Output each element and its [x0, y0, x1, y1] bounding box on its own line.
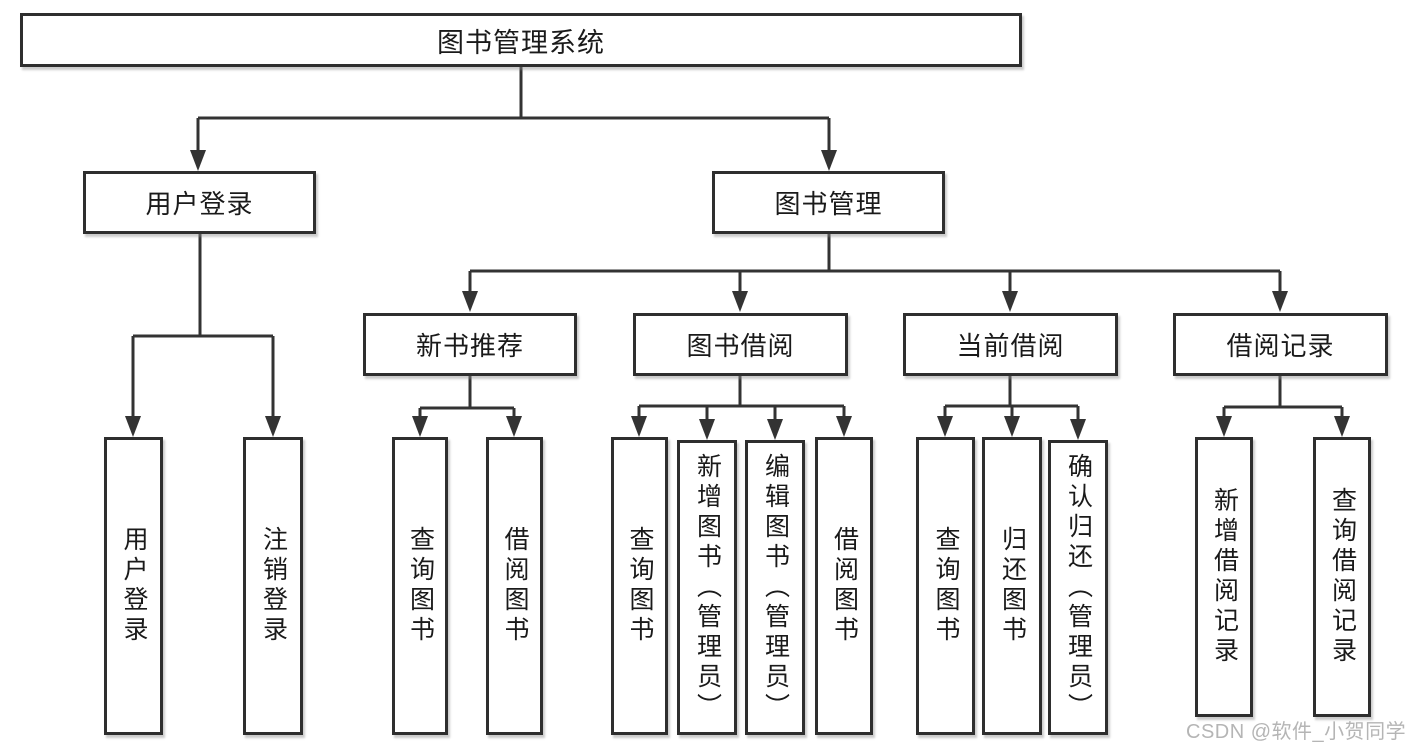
node-root-system: 图书管理系统: [20, 13, 1022, 67]
arrow-down-icon: [412, 416, 428, 437]
node-label: 查询图书: [626, 526, 654, 646]
leaf-add-borrow-record: 新增借阅记录: [1195, 437, 1253, 717]
node-label: 新增图书（管理员）: [693, 452, 722, 723]
arrow-down-icon: [190, 150, 206, 171]
node-label: 新增借阅记录: [1210, 487, 1239, 667]
node-book-management: 图书管理: [712, 171, 945, 234]
leaf-query-books-recommend: 查询图书: [392, 437, 448, 735]
csdn-watermark: CSDN @软件_小贺同学: [1186, 721, 1405, 743]
node-label: 新书推荐: [415, 331, 524, 361]
leaf-query-books-current: 查询图书: [916, 437, 975, 735]
node-label: 归还图书: [998, 526, 1027, 646]
arrow-heads: [125, 150, 1350, 440]
node-new-book-recommend: 新书推荐: [363, 313, 577, 376]
arrow-down-icon: [699, 419, 715, 440]
leaf-query-borrow-record: 查询借阅记录: [1313, 437, 1371, 717]
arrow-down-icon: [1004, 416, 1020, 437]
arrow-down-icon: [1272, 291, 1288, 312]
node-label: 用户登录: [145, 189, 254, 219]
leaf-confirm-return-admin: 确认归还（管理员）: [1048, 440, 1108, 735]
node-label: 借阅图书: [501, 526, 529, 646]
node-label: 查询图书: [932, 526, 960, 646]
node-user-login: 用户登录: [83, 171, 316, 234]
node-label: 借阅图书: [830, 526, 859, 646]
arrow-down-icon: [462, 291, 478, 312]
node-label: 图书管理: [774, 189, 883, 219]
node-label: 用户登录: [120, 526, 148, 646]
arrow-down-icon: [836, 416, 852, 437]
connector-book-borrow-branch: [637, 376, 846, 420]
arrow-down-icon: [821, 150, 837, 171]
node-label: 查询借阅记录: [1328, 487, 1357, 667]
node-label: 确认归还（管理员）: [1064, 452, 1093, 723]
node-label: 注销登录: [259, 526, 288, 646]
arrow-down-icon: [732, 291, 748, 312]
connector-line: [196, 67, 831, 152]
node-borrow-record: 借阅记录: [1173, 313, 1388, 376]
connector-line: [943, 376, 1080, 420]
arrow-down-icon: [631, 416, 647, 437]
node-label: 借阅记录: [1226, 331, 1335, 361]
leaf-borrow-books: 借阅图书: [815, 437, 873, 735]
arrow-down-icon: [767, 419, 783, 440]
connector-line: [131, 234, 275, 418]
arrow-down-icon: [1002, 291, 1018, 312]
connector-line: [418, 376, 516, 418]
node-book-borrow: 图书借阅: [633, 313, 848, 376]
leaf-borrow-books-recommend: 借阅图书: [486, 437, 543, 735]
leaf-logout: 注销登录: [243, 437, 303, 735]
connector-current-borrow-branch: [943, 376, 1080, 420]
connector-line: [637, 376, 846, 420]
arrow-down-icon: [125, 416, 141, 437]
node-current-borrow: 当前借阅: [903, 313, 1118, 376]
node-label: 编辑图书（管理员）: [761, 452, 790, 723]
arrow-down-icon: [1216, 416, 1232, 437]
leaf-edit-books-admin: 编辑图书（管理员）: [745, 440, 805, 735]
node-label: 查询图书: [406, 526, 435, 646]
leaf-user-login: 用户登录: [104, 437, 163, 735]
leaf-add-books-admin: 新增图书（管理员）: [677, 440, 737, 735]
leaf-return-books: 归还图书: [982, 437, 1042, 735]
arrow-down-icon: [265, 416, 281, 437]
arrow-down-icon: [937, 416, 953, 437]
leaf-query-books-borrow: 查询图书: [611, 437, 668, 735]
connector-book-management-branch: [468, 234, 1282, 293]
arrow-down-icon: [1334, 416, 1350, 437]
connector-user-login-branch: [131, 234, 275, 418]
connector-line: [1222, 376, 1344, 418]
connector-line: [468, 234, 1282, 293]
connector-borrow-record-branch: [1222, 376, 1344, 418]
arrow-down-icon: [506, 416, 522, 437]
connector-new-book-branch: [418, 376, 516, 418]
node-label: 图书管理系统: [437, 27, 605, 58]
connector-root-branch: [196, 67, 831, 152]
node-label: 图书借阅: [686, 331, 795, 361]
arrow-down-icon: [1070, 419, 1086, 440]
node-label: 当前借阅: [956, 331, 1065, 361]
